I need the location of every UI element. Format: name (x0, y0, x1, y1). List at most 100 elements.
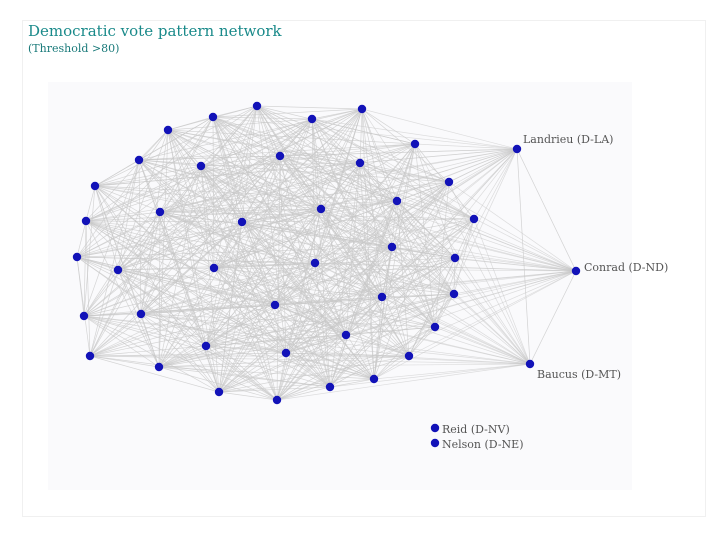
network-edge (94, 105, 258, 187)
network-edge (213, 143, 416, 269)
network-edge (89, 355, 220, 393)
network-edge (138, 159, 577, 272)
network-edge (200, 165, 577, 272)
network-edge (167, 129, 398, 202)
network-edge (140, 313, 375, 380)
network-node (155, 207, 165, 217)
node-reid (430, 423, 440, 433)
network-edge (529, 270, 577, 365)
network-edge (167, 129, 215, 269)
network-edge (117, 269, 278, 401)
network-edge (314, 262, 455, 295)
network-node (387, 242, 397, 252)
network-node (469, 214, 479, 224)
network-edge (94, 185, 215, 269)
network-edge (140, 313, 220, 393)
network-edge (76, 162, 361, 258)
network-edge (159, 143, 416, 213)
network-edge (329, 363, 531, 388)
network-edge (213, 267, 278, 401)
network-edge (159, 211, 220, 393)
network-edge (89, 355, 531, 365)
network-edge (205, 334, 347, 347)
network-edge (200, 165, 215, 269)
network-edge (391, 148, 518, 248)
network-node (310, 258, 320, 268)
network-edge (89, 352, 287, 357)
network-edge (454, 257, 531, 365)
network-edge (373, 326, 436, 380)
network-edge (241, 208, 322, 223)
network-edge (83, 313, 142, 317)
network-edge (76, 246, 393, 258)
network-edge (414, 143, 518, 150)
network-edge (212, 116, 436, 328)
network-edge (361, 108, 518, 150)
network-edge (218, 257, 456, 393)
network-edge (83, 315, 207, 347)
network-edge (454, 257, 577, 272)
node-layer (72, 101, 581, 448)
network-edge (391, 246, 577, 272)
network-edge (345, 148, 518, 336)
network-edge (396, 200, 577, 272)
network-edge (83, 185, 96, 317)
network-edge (218, 246, 393, 393)
network-edge (159, 200, 398, 213)
network-edge (359, 162, 531, 365)
node-label-reid: Reid (D-NV) (442, 423, 510, 436)
network-edge (117, 162, 361, 271)
network-edge (218, 378, 375, 393)
network-edge (218, 148, 518, 393)
network-node (136, 309, 146, 319)
network-edge (94, 148, 518, 187)
label-layer: Landrieu (D-LA) Conrad (D-ND) Baucus (D-… (442, 133, 668, 451)
network-edge (311, 118, 416, 145)
network-edge (159, 211, 455, 295)
network-edge (167, 118, 313, 131)
network-edge (76, 256, 531, 365)
network-edge (200, 155, 281, 167)
network-edge (158, 165, 202, 368)
network-edge (85, 220, 160, 368)
network-edge (381, 296, 531, 365)
network-edge (159, 211, 531, 365)
network-edge (218, 270, 577, 393)
network-edge (473, 148, 518, 220)
network-node (307, 114, 317, 124)
network-node (404, 351, 414, 361)
node-label-baucus: Baucus (D-MT) (537, 368, 621, 381)
network-edge (158, 366, 278, 401)
network-node (377, 292, 387, 302)
network-edge (85, 211, 161, 222)
network-edge (320, 200, 398, 210)
network-node (85, 351, 95, 361)
network-edge (276, 218, 475, 401)
network-edge (213, 267, 455, 295)
network-edge (140, 304, 276, 315)
network-node (72, 252, 82, 262)
network-edge (94, 185, 577, 272)
network-edge (359, 162, 410, 357)
network-edge (218, 391, 278, 401)
network-edge (83, 148, 518, 317)
node-label-landrieu: Landrieu (D-LA) (523, 133, 613, 146)
network-edge (285, 352, 410, 357)
network-edge (138, 143, 416, 161)
network-edge (94, 159, 140, 187)
network-node (316, 204, 326, 214)
network-edge (359, 108, 363, 164)
network-edge (159, 208, 322, 213)
chart-subtitle: (Threshold >80) (28, 42, 120, 55)
node-baucus (525, 359, 535, 369)
network-node (154, 362, 164, 372)
network-edge (274, 304, 410, 357)
network-edge (94, 165, 202, 187)
network-edge (159, 211, 347, 336)
network-edge (138, 159, 161, 213)
network-edge (359, 162, 455, 295)
network-edge (453, 293, 531, 365)
network-edge (158, 262, 316, 368)
network-edge (373, 270, 577, 380)
network-edge (200, 165, 436, 328)
